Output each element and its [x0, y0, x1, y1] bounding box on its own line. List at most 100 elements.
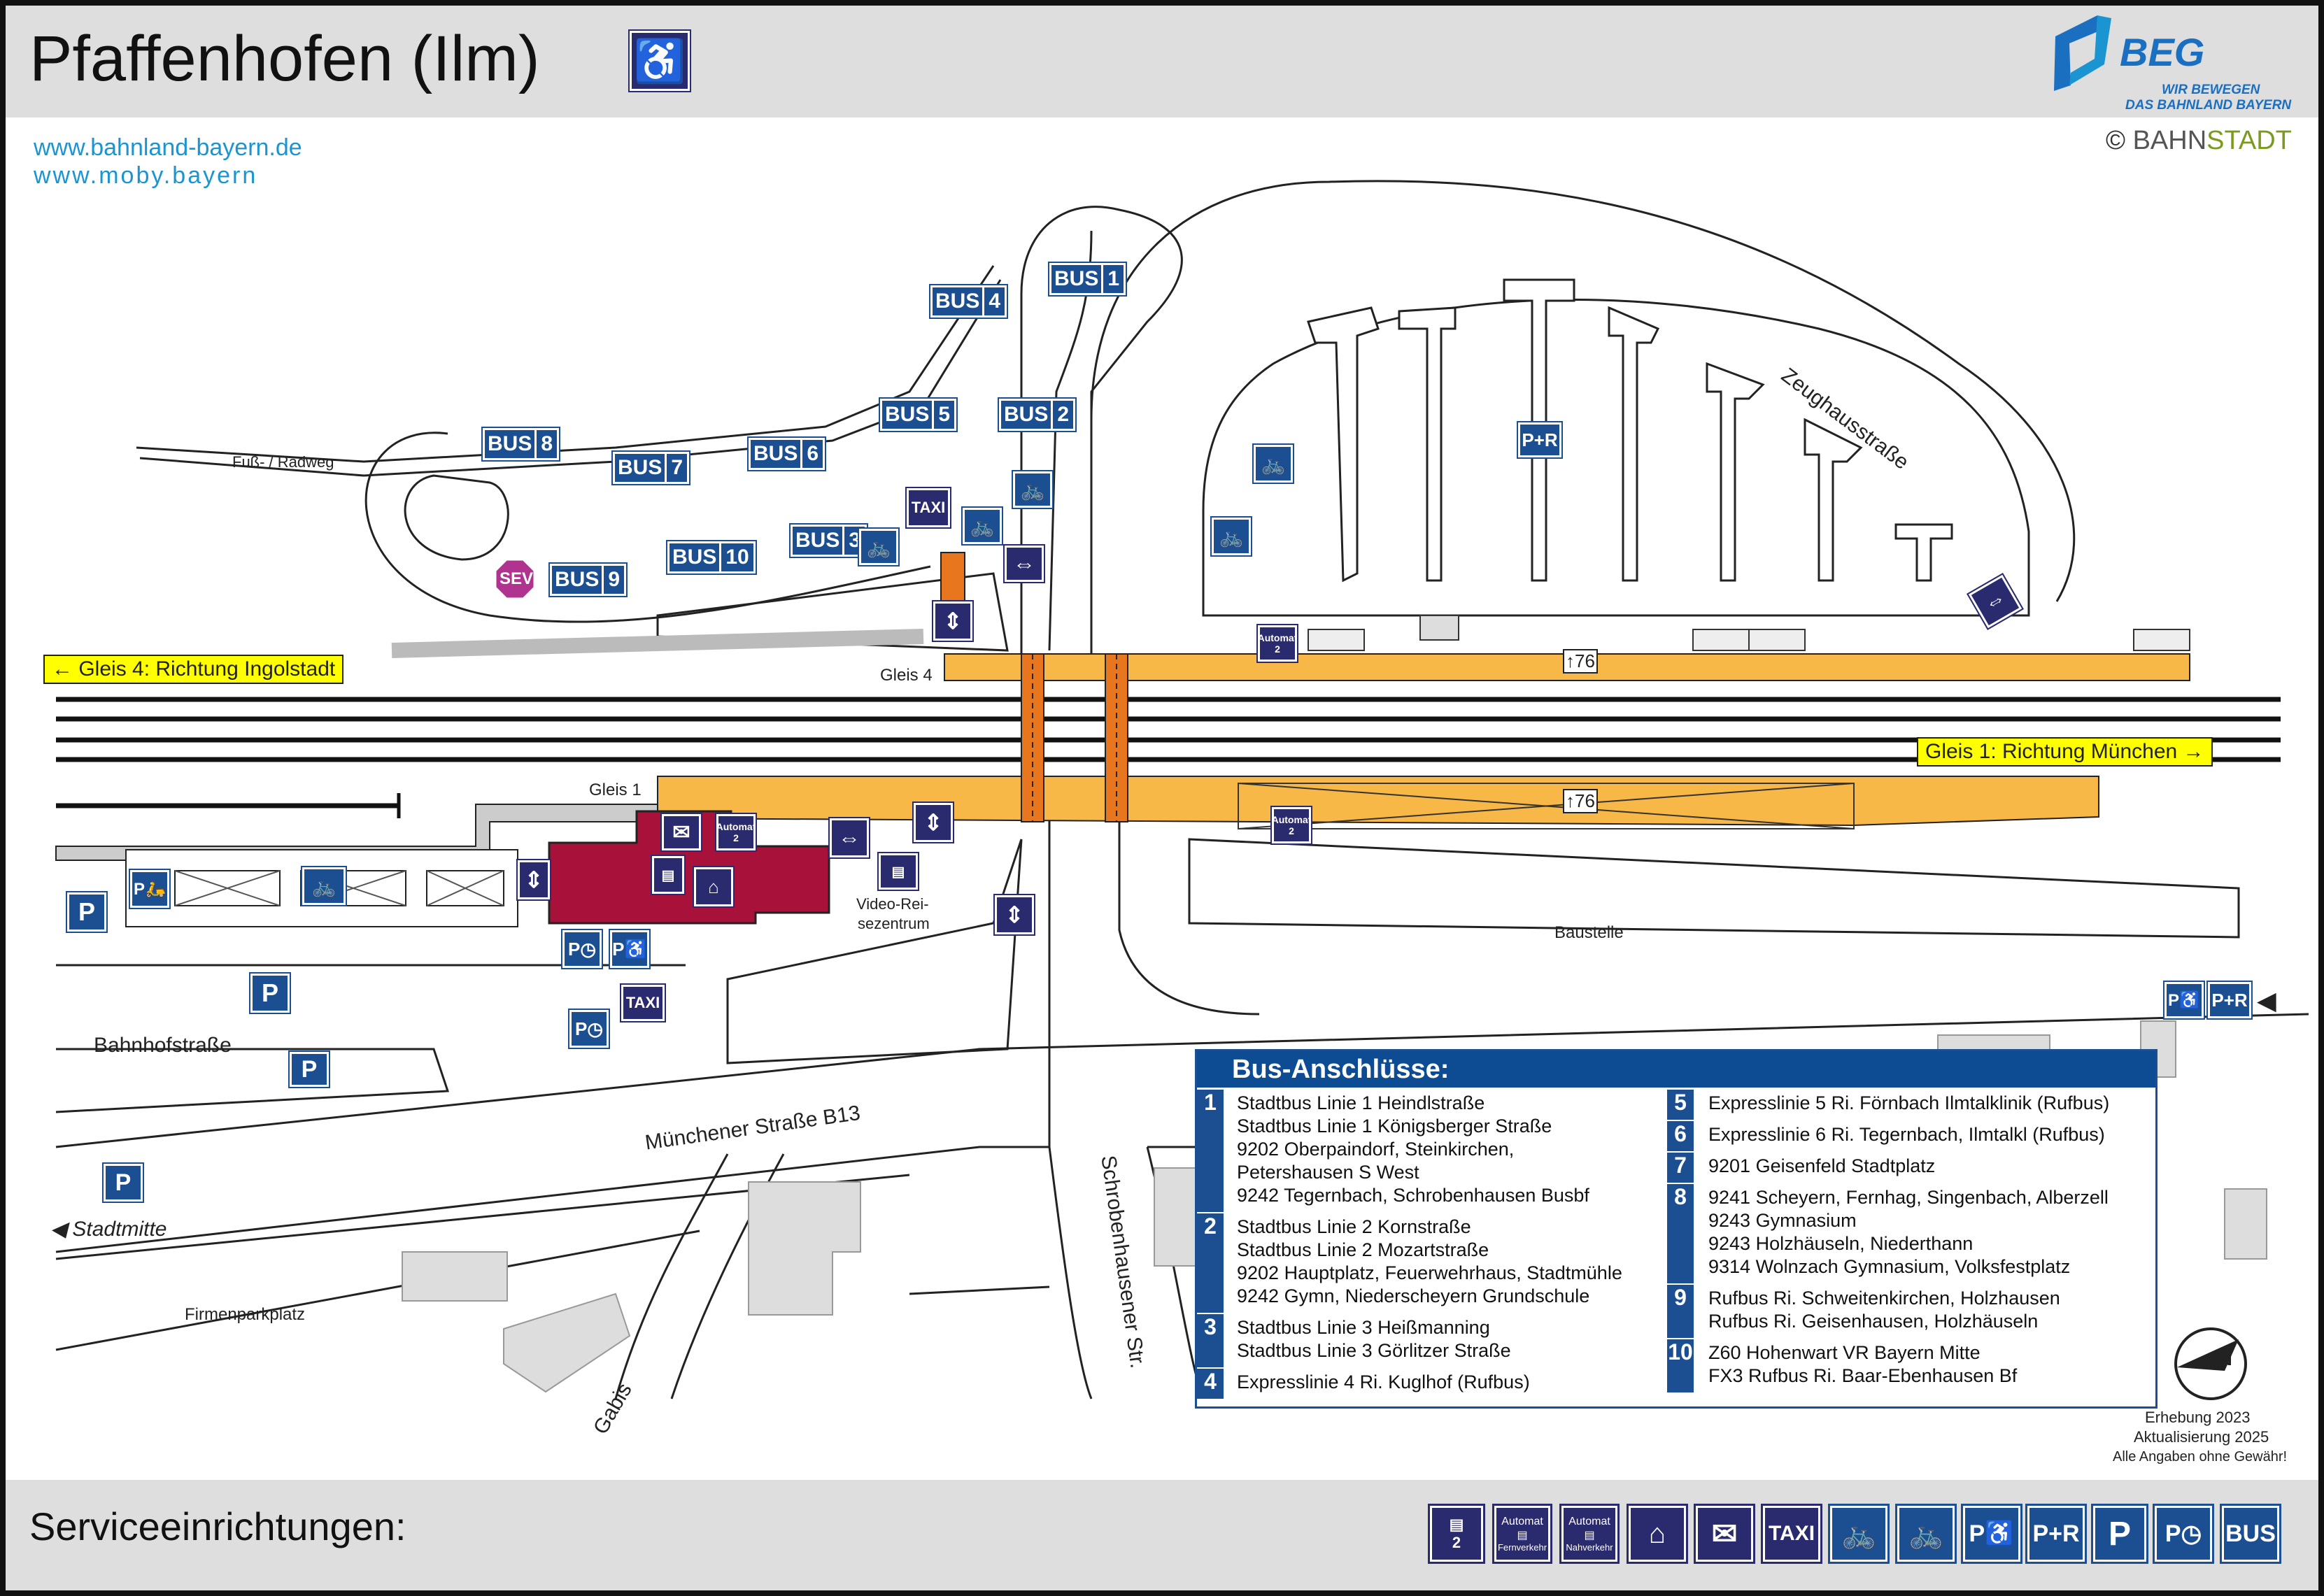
service-bicycle-box-icon[interactable]: 🚲 [1828, 1504, 1890, 1564]
title-band [6, 6, 2318, 117]
label-platform-height-1: ↑76 [1563, 789, 1598, 813]
legend-line: 9243 Holzhäuseln, Niederthann [1708, 1233, 1974, 1254]
arrow-right-icon: ◀ [2257, 986, 2276, 1015]
bicycle-box-icon[interactable]: 🚲 [301, 866, 347, 906]
automat-nah-top: Automat [1568, 1515, 1610, 1527]
schrobenhausener [1048, 804, 1093, 1399]
zeughausstrasse-road [1090, 180, 2076, 602]
service-disabled-parking-icon[interactable]: P♿ [1961, 1504, 2022, 1564]
legend-line: Z60 Hohenwart VR Bayern Mitte [1708, 1342, 1981, 1363]
bicycle-box-icon[interactable]: 🚲 [1012, 470, 1054, 509]
ticket-number: 2 [733, 832, 739, 843]
legend-stop-number: 7 [1667, 1153, 1694, 1183]
parking-icon[interactable]: P [249, 972, 291, 1014]
service-parking-time-icon[interactable]: P◷ [2153, 1504, 2214, 1564]
bus-icon: BUS [885, 403, 930, 426]
bus-icon: BUS [753, 442, 798, 465]
park-ride-icon[interactable]: P+R [1517, 421, 1563, 459]
parking-icon[interactable]: P [288, 1050, 330, 1088]
service-bicycle-icon[interactable]: 🚲 [1895, 1504, 1957, 1564]
sev-label: SEV [499, 569, 534, 588]
legend-line: 9314 Wolnzach Gymnasium, Volksfestplatz [1708, 1256, 2071, 1277]
legend-line: Stadtbus Linie 3 Heißmanning [1237, 1317, 1490, 1338]
parking-icon[interactable]: P [102, 1162, 144, 1203]
legend-line: FX3 Rufbus Ri. Baar-Ebenhausen Bf [1708, 1365, 2018, 1386]
parking-time-icon[interactable]: P◷ [568, 1009, 610, 1049]
stairs-icon[interactable]: ⇕ [516, 859, 551, 901]
parking-icon[interactable]: P [66, 891, 108, 933]
bicycle-icon[interactable]: 🚲 [961, 506, 1003, 546]
moped-parking-icon[interactable]: P🛵 [129, 869, 171, 909]
bus-icon: BUS [1054, 267, 1099, 290]
service-bus-icon[interactable]: BUS [2220, 1504, 2281, 1564]
mail-icon[interactable]: ✉ [660, 813, 702, 852]
label-fuss-radweg: Fuß- / Radweg [232, 453, 334, 471]
service-parking-icon[interactable]: P [2091, 1504, 2148, 1564]
automat-label: Automat [716, 821, 756, 832]
copyright-bahn: BAHN [2132, 126, 2207, 155]
legend-line: Stadtbus Linie 2 Kornstraße [1237, 1216, 1471, 1237]
stairs-icon[interactable]: ⇕ [912, 801, 954, 843]
parking-time-icon[interactable]: P◷ [561, 929, 603, 969]
travel-center-icon[interactable]: ⌂ [693, 866, 735, 908]
stairs-icon[interactable]: ⇕ [932, 600, 974, 642]
legend-line: Stadtbus Linie 2 Mozartstraße [1237, 1239, 1489, 1260]
taxi-icon-south[interactable]: TAXI [620, 983, 666, 1023]
bus-stop-2-number: 2 [1051, 401, 1074, 429]
service-taxi-icon[interactable]: TAXI [1761, 1504, 1822, 1564]
label-video-reisezentrum-2: sezentrum [858, 915, 930, 932]
automat-label: Automat [1257, 632, 1298, 643]
stairs-icon[interactable]: ⇔ [1003, 544, 1045, 583]
sev-icon[interactable] [494, 558, 536, 600]
service-ticket-number: 2 [1452, 1534, 1461, 1551]
bicycle-icon[interactable]: 🚲 [1252, 443, 1294, 484]
stairs-icon[interactable]: ⇔ [828, 817, 870, 859]
parking-outline [1202, 299, 2030, 617]
park-ride-icon-east[interactable]: P+R [2206, 981, 2253, 1020]
bus-stop-1-number: 1 [1101, 265, 1124, 293]
service-park-ride-icon[interactable]: P+R [2025, 1504, 2087, 1564]
link-moby[interactable]: www.moby.bayern [34, 162, 258, 189]
disabled-parking-icon[interactable]: P♿ [609, 929, 651, 969]
muenchener-strasse [55, 1013, 2309, 1148]
bus-stop-10-number: 10 [719, 543, 753, 571]
link-bahnland[interactable]: www.bahnland-bayern.de [34, 134, 302, 161]
legend-line: Stadtbus Linie 3 Görlitzer Straße [1237, 1340, 1511, 1361]
service-mail-icon[interactable]: ✉ [1694, 1504, 1755, 1564]
stairs-icon[interactable]: ⇕ [993, 894, 1035, 936]
bicycle-icon[interactable]: 🚲 [1210, 516, 1252, 557]
bus-stop-4-number: 4 [982, 287, 1005, 315]
bicycle-icon[interactable]: 🚲 [858, 527, 900, 567]
service-ticket-counter-icon[interactable]: ▤2 [1428, 1504, 1485, 1564]
video-travel-center-icon[interactable]: ▤ [877, 852, 919, 891]
service-automat-fern-icon[interactable]: Automat▤Fernverkehr [1492, 1504, 1552, 1564]
direction-muenchen: Gleis 1: Richtung München → [1917, 737, 2213, 767]
track-label-gleis1: Gleis 1 [589, 781, 642, 799]
taxi-icon[interactable]: TAXI [905, 487, 951, 529]
ticket-counter-icon[interactable]: ▤ [651, 855, 686, 895]
legend-line: 9202 Hauptplatz, Feuerwehrhaus, Stadtmüh… [1237, 1262, 1622, 1283]
service-travel-center-icon[interactable]: ⌂ [1627, 1504, 1688, 1564]
legend-stop-number: 1 [1197, 1090, 1224, 1212]
direction-muenchen-text: Gleis 1: Richtung München [1925, 740, 2178, 763]
bus-stop-9-number: 9 [602, 566, 625, 594]
legend-line: 9243 Gymnasium [1708, 1210, 1857, 1231]
service-automat-nah-icon[interactable]: Automat▤Nahverkehr [1559, 1504, 1620, 1564]
disabled-parking-icon-east[interactable]: P♿ [2163, 981, 2205, 1020]
bus-stop-8-number: 8 [534, 430, 558, 458]
label-platform-height-4: ↑76 [1563, 649, 1598, 674]
platform-height-4-value: 76 [1575, 650, 1595, 671]
